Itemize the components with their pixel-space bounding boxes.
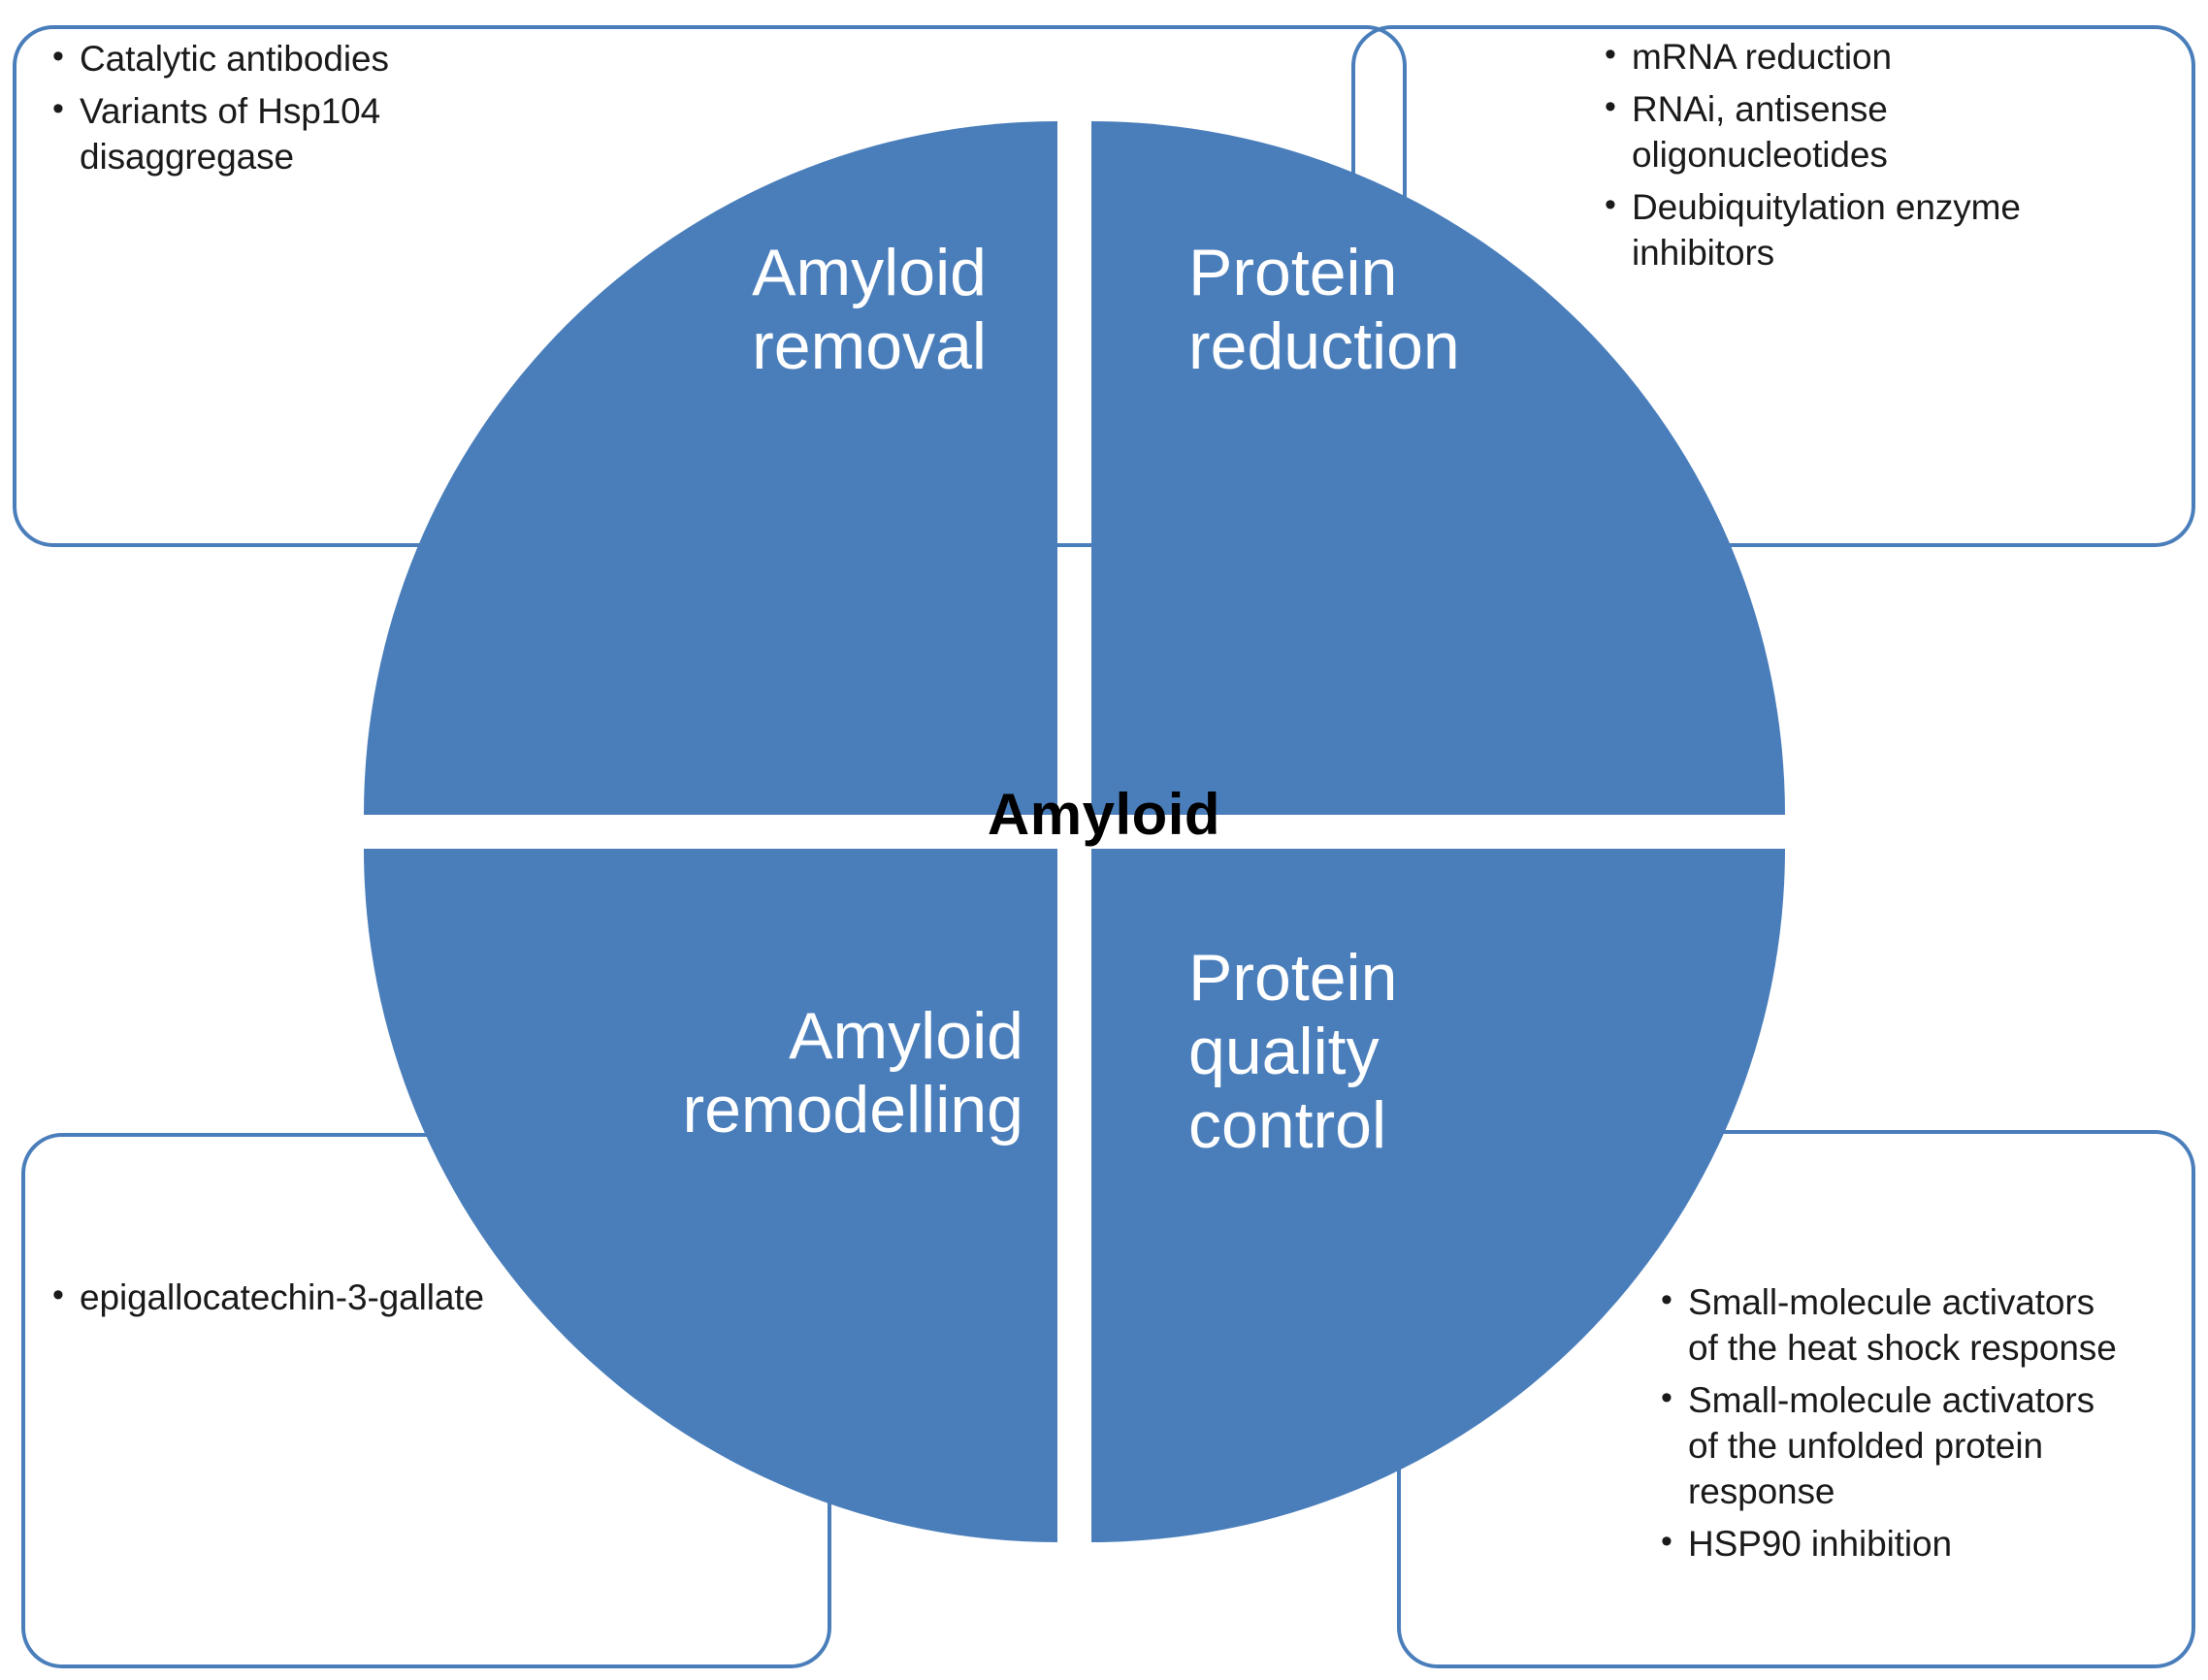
quadrant-label-protein-quality-control: Protein quality control bbox=[1188, 941, 1398, 1163]
list-item: Variants of Hsp104 disaggregase bbox=[50, 87, 633, 180]
list-item: epigallocatechin-3-gallate bbox=[50, 1274, 710, 1321]
list-item: HSP90 inhibition bbox=[1659, 1520, 2208, 1567]
list-item: RNAi, antisense oligonucleotides bbox=[1603, 85, 2204, 178]
quadrant-label-amyloid-remodelling: Amyloid remodelling bbox=[682, 999, 1023, 1147]
callout-list-top-right: mRNA reduction RNAi, antisense oligonucl… bbox=[1603, 33, 2204, 283]
callout-list-top-left: Catalytic antibodies Variants of Hsp104 … bbox=[50, 35, 633, 187]
callout-list-bottom-left: epigallocatechin-3-gallate bbox=[50, 1274, 710, 1328]
center-label: Amyloid bbox=[987, 782, 1221, 847]
callout-list-bottom-right: Small-molecule activators of the heat sh… bbox=[1659, 1278, 2208, 1574]
callout-box-bottom-left bbox=[21, 1133, 831, 1668]
list-item: Deubiquitylation enzyme inhibitors bbox=[1603, 183, 2204, 276]
list-item: Small-molecule activators of the heat sh… bbox=[1659, 1278, 2208, 1372]
list-item: mRNA reduction bbox=[1603, 33, 2204, 81]
list-item: Catalytic antibodies bbox=[50, 35, 633, 82]
list-item: Small-molecule activators of the unfolde… bbox=[1659, 1376, 2208, 1515]
